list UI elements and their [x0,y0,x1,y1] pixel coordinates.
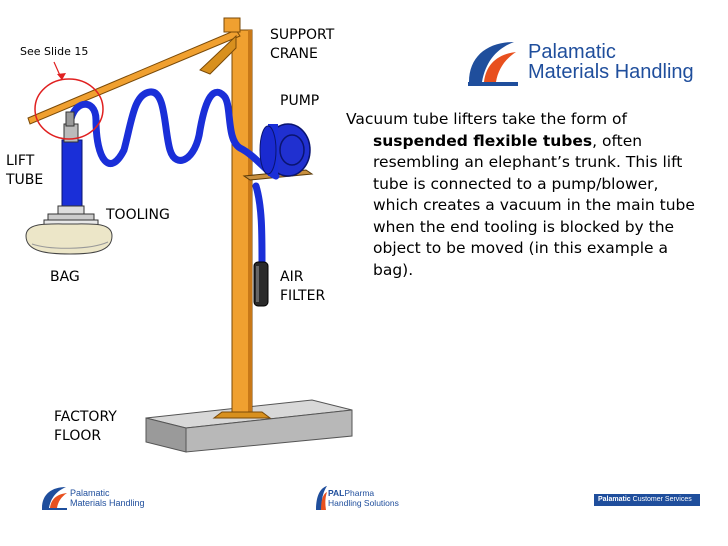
logo-bm-pharma: Pharma [344,488,375,498]
badge-rest: Customer Services [630,496,692,503]
badge-bold: Palamatic [598,496,631,503]
lift-tube-label: LIFT TUBE [6,153,44,188]
logo-bl-line1: Palamatic [70,488,110,498]
crane-jib-arm [27,17,241,125]
pal-pharma-swoosh-icon [316,486,327,510]
customer-services-badge: Palamatic Customer Services [594,494,700,506]
description-bold: suspended flexible tubes [373,131,593,150]
crane-pillar [212,29,272,419]
logo-bm-line2: Handling Solutions [328,498,399,508]
tooling-head [43,205,99,226]
logo-top-line1: Palamatic [528,41,616,63]
see-slide-label[interactable]: See Slide 15 [20,45,89,58]
tooling-label: TOOLING [106,207,170,223]
lift-tube [61,111,83,211]
air-filter-unit [253,261,269,307]
bag-load [25,223,113,255]
support-crane-label: SUPPORT CRANE [270,27,335,62]
bag-label: BAG [50,269,80,285]
callout-circle [34,61,104,140]
pump-label: PUMP [280,93,320,109]
logo-bm-pal: PAL [328,488,345,498]
flexible-hose [66,88,280,266]
description-intro: Vacuum tube lifters take the form of [346,110,627,128]
description-rest: , often resembling an elephant’s trunk. … [373,131,695,279]
air-filter-label: AIR FILTER [280,269,326,304]
description-paragraph: Vacuum tube lifters take the form of sus… [346,109,706,281]
logo-bl-line2: Materials Handling [70,498,145,508]
pump-unit [259,123,311,177]
palamatic-swoosh-icon [468,42,518,86]
logo-top-line2: Materials Handling [528,61,694,83]
palamatic-swoosh-small-icon [42,487,67,510]
factory-floor-label: FACTORY FLOOR [54,409,117,444]
